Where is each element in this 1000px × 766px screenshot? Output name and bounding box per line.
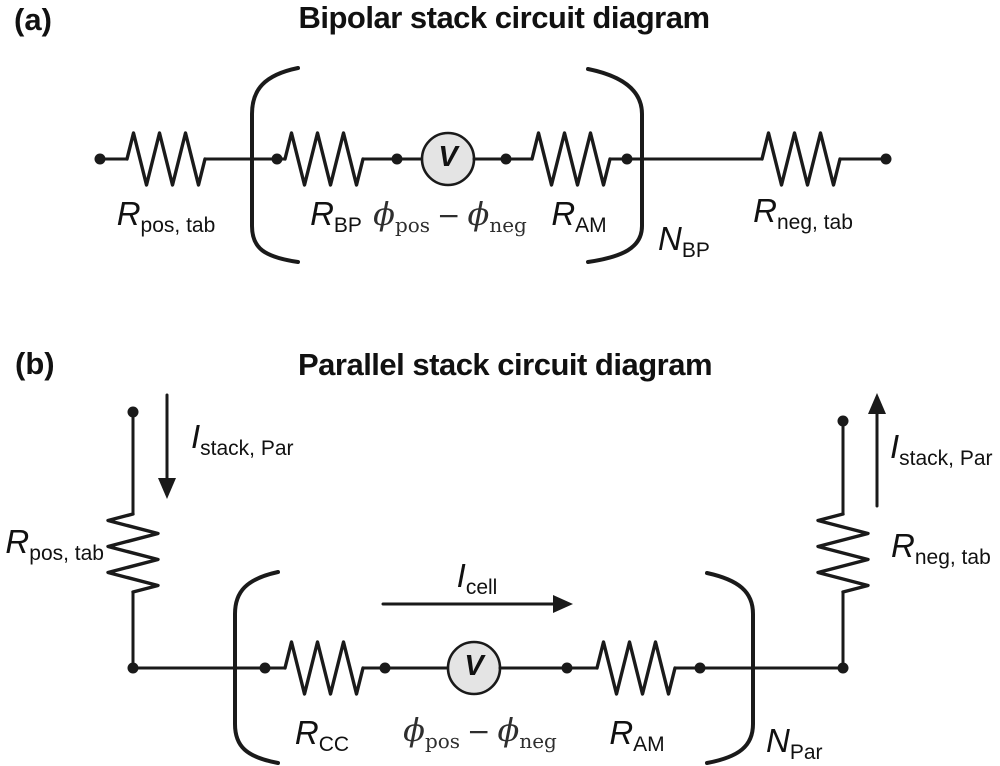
panel-a-title: Bipolar stack circuit diagram [298,0,710,35]
resistor-r-neg-tab-icon [760,131,842,187]
current-arrow-up-icon [868,393,886,508]
node-dot [259,662,271,674]
label-r-neg-tab-b: Rneg, tab [891,527,991,569]
terminal-dot [880,153,892,165]
panel-a-circuit [94,66,892,264]
node-dot [694,662,706,674]
label-n-bp: NBP [658,220,710,262]
bracket-left-icon [233,570,280,765]
label-phi-diff-b: ϕpos−ϕneg [403,711,557,753]
bracket-right-icon [586,67,644,264]
node-dot [500,153,512,165]
label-i-cell: Icell [456,557,498,599]
voltage-source-label-a: V [438,141,458,174]
label-r-am-a: RAM [551,195,607,237]
panel-b-tag: (b) [15,346,55,381]
label-r-bp: RBP [310,195,362,237]
node-dot [561,662,573,674]
label-phi-diff-a: ϕpos−ϕneg [373,195,527,237]
node-dot [379,662,391,674]
voltage-source-label-b: V [464,650,484,683]
resistor-r-bp-icon [283,131,365,187]
label-i-stack-par-left: Istack, Par [191,418,294,460]
node-dot [837,662,849,674]
label-r-pos-tab-a: Rpos, tab [116,195,216,237]
resistor-r-neg-tab-icon [816,512,870,594]
resistor-r-am-icon [595,640,677,696]
node-dot [391,153,403,165]
resistor-r-pos-tab-icon [106,512,160,594]
bracket-right-icon [705,571,755,765]
label-r-am-b: RAM [609,714,665,756]
label-i-stack-par-right: Istack, Par [890,428,993,470]
resistor-r-cc-icon [283,640,365,696]
panel-a-tag: (a) [14,2,52,37]
terminal-dot [94,153,106,165]
node-dot [127,662,139,674]
current-arrow-down-icon [158,393,176,499]
node-dot [621,153,633,165]
current-arrow-right-icon [381,595,573,613]
label-r-cc: RCC [294,714,350,756]
label-n-par: NPar [766,722,823,764]
label-r-pos-tab-b: Rpos, tab [5,523,104,565]
resistor-r-pos-tab-icon [125,131,207,187]
terminal-dot [837,415,849,427]
panel-b-title: Parallel stack circuit diagram [297,347,713,382]
resistor-r-am-icon [530,131,612,187]
node-dot [271,153,283,165]
panel-b-circuit [106,393,886,765]
label-r-neg-tab-a: Rneg, tab [753,192,853,234]
bracket-left-icon [250,66,300,264]
terminal-dot [127,406,139,418]
